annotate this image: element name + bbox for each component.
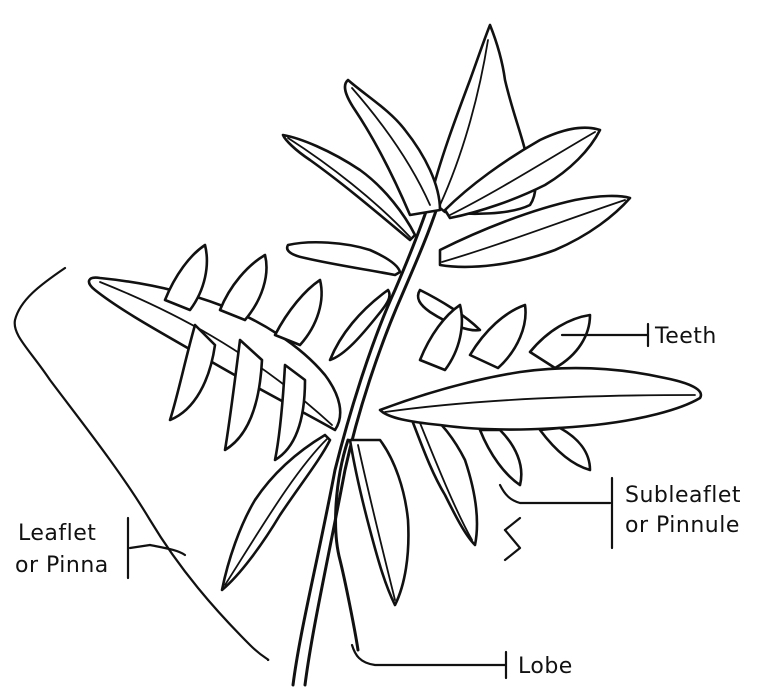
label-leaflet-line1: Leaflet (18, 521, 96, 546)
label-lobe: Lobe (518, 654, 573, 679)
subleaflet-callout (500, 478, 612, 560)
left-pinna (89, 245, 340, 590)
label-leaflet-line2: or Pinna (15, 553, 109, 578)
label-subleaflet-line2: or Pinnule (625, 513, 740, 538)
label-subleaflet-line1: Subleaflet (625, 483, 741, 508)
lower-leaflets (350, 410, 477, 605)
label-teeth: Teeth (654, 324, 717, 349)
lobe-callout (352, 645, 506, 678)
